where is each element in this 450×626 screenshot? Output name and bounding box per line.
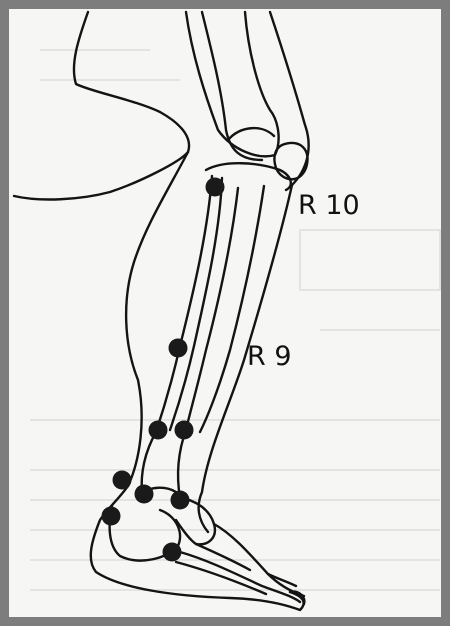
point-ankle-inner xyxy=(149,421,168,440)
point-r10 xyxy=(206,178,225,197)
point-ankle-outer xyxy=(175,421,194,440)
point-heel-mid xyxy=(135,485,154,504)
point-instep xyxy=(171,491,190,510)
label-r10: R 10 xyxy=(298,190,360,221)
point-heel-lower xyxy=(102,507,121,526)
point-sole xyxy=(163,543,182,562)
label-r9: R 9 xyxy=(247,341,292,372)
point-heel-upper xyxy=(113,471,132,490)
paper-background xyxy=(9,9,441,617)
point-r9 xyxy=(169,339,188,358)
